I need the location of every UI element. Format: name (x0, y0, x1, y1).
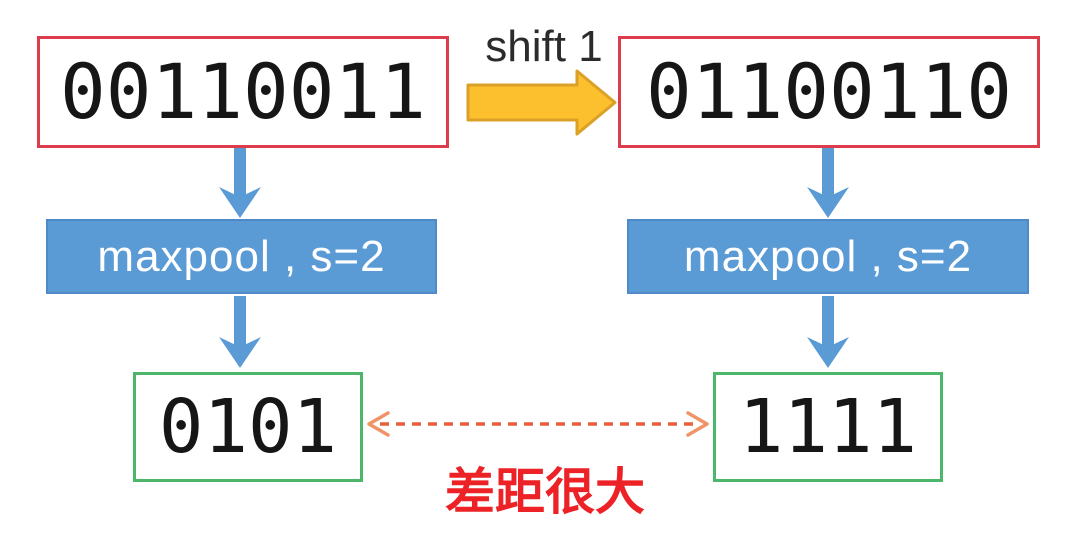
input-binary-box-left: 00110011 (37, 36, 449, 148)
output-binary-value-right: 1111 (738, 384, 918, 470)
down-arrow-icon (807, 148, 849, 218)
maxpool-box-left: maxpool , s=2 (46, 219, 437, 294)
down-arrow-icon (219, 296, 261, 368)
shift-arrow-icon (466, 69, 618, 136)
output-binary-box-left: 0101 (133, 372, 363, 482)
down-arrow-icon (807, 296, 849, 368)
maxpool-label-left: maxpool , s=2 (97, 231, 386, 281)
down-arrow-icon (219, 148, 261, 218)
input-binary-value-left: 00110011 (59, 47, 427, 136)
input-binary-value-right: 01100110 (645, 47, 1013, 136)
output-binary-value-left: 0101 (158, 384, 338, 470)
difference-label: 差距很大 (445, 464, 645, 520)
difference-arrow-icon (364, 410, 712, 438)
output-binary-box-right: 1111 (713, 372, 943, 482)
maxpool-box-right: maxpool , s=2 (627, 219, 1029, 294)
shift-label: shift 1 (485, 22, 603, 71)
maxpool-label-right: maxpool , s=2 (683, 231, 973, 281)
input-binary-box-right: 01100110 (618, 36, 1040, 148)
